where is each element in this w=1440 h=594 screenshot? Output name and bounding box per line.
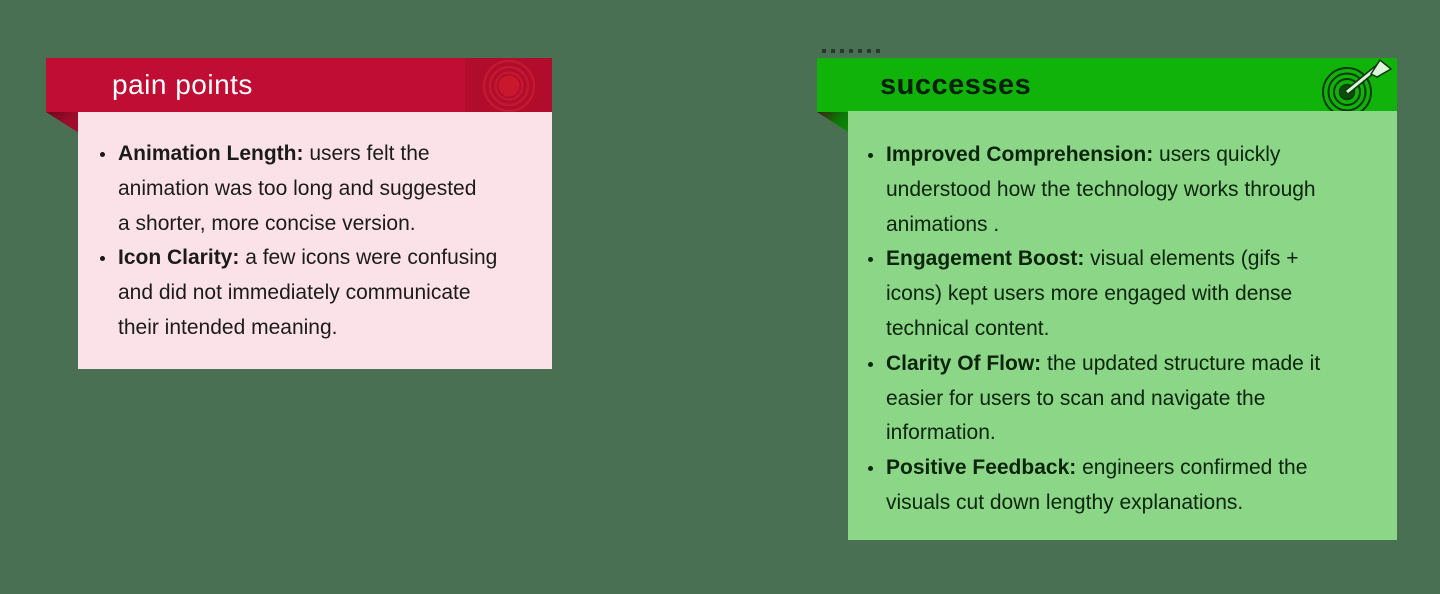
list-item: Clarity Of Flow: the updated structure m… [868,347,1383,451]
note-label: Animation Length: [118,142,304,165]
note-label: Icon Clarity: [118,246,240,270]
ribbon-fold-pain [46,112,79,133]
bullet-icon [868,153,873,158]
pain-points-body: Animation Length: users felt the animati… [78,112,552,369]
successes-title: successes [880,68,1032,101]
note-body: a few icons were confusing and did not i… [118,246,498,339]
list-item: Icon Clarity: a few icons were confusing… [100,241,534,345]
list-item: Positive Feedback: engineers confirmed t… [868,451,1383,521]
target-rings-icon [482,59,535,112]
bullet-icon [100,152,105,157]
note-text: Icon Clarity: a few icons were confusing… [118,241,497,345]
successes-list: Improved Comprehension: users quickly un… [868,138,1383,521]
note-text: Clarity Of Flow: the updated structure m… [886,347,1320,451]
note-label: Improved Comprehension: [886,143,1154,166]
pain-points-icon-box [465,58,552,112]
note-text: Positive Feedback: engineers confirmed t… [886,451,1307,521]
successes-body: Improved Comprehension: users quickly un… [848,111,1397,540]
bullet-icon [100,256,105,262]
pain-points-header: pain points [46,58,552,112]
note-body: the updated structure made it easier for… [886,351,1321,445]
list-item: Animation Length: users felt the animati… [100,137,534,241]
note-body: engineers confirmed the visuals cut down… [886,456,1308,514]
pain-points-list: Animation Length: users felt the animati… [100,137,534,346]
list-item: Engagement Boost: visual elements (gifs … [868,242,1383,346]
note-text: Animation Length: users felt the animati… [118,137,476,241]
pain-points-title: pain points [112,69,253,100]
successes-header: successes [817,58,1397,112]
note-body: visual elements (gifs + icons) kept user… [886,247,1299,340]
note-text: Engagement Boost: visual elements (gifs … [886,242,1299,346]
ribbon-fold-success [817,112,850,133]
note-label: Clarity Of Flow: [886,351,1042,375]
note-label: Engagement Boost: [886,247,1085,271]
successes-icon-box [1309,58,1397,112]
note-label: Positive Feedback: [886,456,1077,480]
note-body: users quickly understood how the technol… [886,143,1316,236]
note-body: users felt the animation was too long an… [118,142,477,235]
bullet-icon [868,361,873,367]
cropped-text-artifact [822,49,884,53]
note-text: Improved Comprehension: users quickly un… [886,138,1316,242]
bullet-icon [868,466,873,472]
dartboard-arrow-icon [1322,58,1393,112]
list-item: Improved Comprehension: users quickly un… [868,138,1383,242]
bullet-icon [868,257,873,263]
